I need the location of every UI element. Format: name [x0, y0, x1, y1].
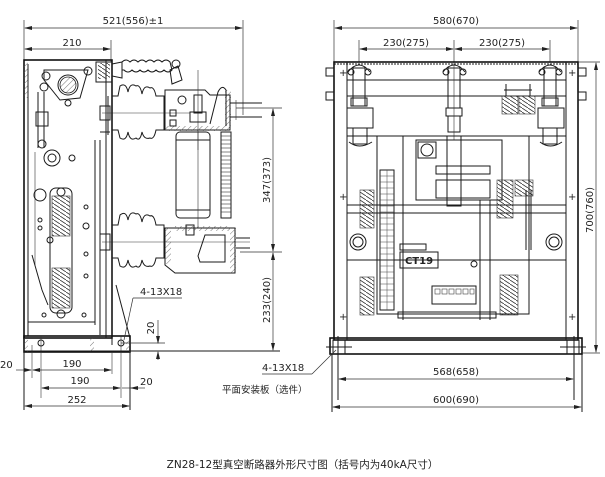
- front-frame: [333, 61, 579, 341]
- mount-holes-callout-front: 4-13X18: [262, 349, 337, 375]
- upper-terminal: [164, 70, 262, 150]
- dim-label-hole-offset-left: 20: [0, 360, 13, 371]
- base-plate: [23, 335, 131, 410]
- dim-mech-depth: 210: [24, 38, 112, 62]
- mount-plate-note: 平面安装板（选件）: [222, 385, 308, 396]
- dim-label-phase-right: 230(275): [479, 38, 525, 49]
- dim-label-hole-span: 568(658): [433, 367, 479, 378]
- dim-overall-height: 700(760): [578, 61, 600, 354]
- phase-terminal-b: [442, 62, 467, 140]
- dim-label-plate-width: 600(690): [433, 395, 479, 406]
- dim-overall-width: 580(670): [333, 16, 579, 62]
- svg-text:+: +: [568, 68, 576, 79]
- dim-label-base-width: 252: [67, 395, 86, 406]
- svg-text:+: +: [339, 192, 347, 203]
- mechanism-cabinet: [23, 59, 113, 339]
- dim-bottom-side: 20 190 190 20 252: [0, 359, 153, 408]
- vacuum-interrupter: [175, 131, 232, 228]
- dim-label-hole-vertical: 20: [146, 322, 157, 335]
- svg-text:+: +: [568, 192, 576, 203]
- phase-terminal-a: [346, 64, 374, 147]
- dim-phase-spacing: 230(275) 230(275): [358, 38, 551, 62]
- operating-mechanism: CT19: [376, 135, 530, 320]
- dim-label-overall-depth: 521(556)±1: [103, 16, 164, 27]
- dim-label-hole-pitch-a: 190: [62, 359, 81, 370]
- dim-label-hole-offset-right: 20: [140, 377, 153, 388]
- dim-label-mech-depth: 210: [62, 38, 81, 49]
- mechanism-label-ct19: CT19: [405, 256, 433, 267]
- mount-holes-label-side: 4-13X18: [140, 287, 182, 298]
- side-view: 521(556)±1 210: [0, 16, 282, 410]
- dim-hole-vertical: 20: [121, 320, 165, 360]
- dim-label-upper-terminal: 347(373): [262, 157, 273, 203]
- svg-text:+: +: [339, 68, 347, 79]
- dim-bottom-front: 568(658) 600(690): [332, 367, 582, 409]
- drawing-title: ZN28-12型真空断路器外形尺寸图（括号内为40kA尺寸）: [166, 459, 439, 471]
- svg-text:+: +: [568, 312, 576, 323]
- dim-label-phase-left: 230(275): [383, 38, 429, 49]
- dim-label-overall-height: 700(760): [585, 187, 596, 233]
- mount-holes-label-front: 4-13X18: [262, 363, 304, 374]
- dim-overall-depth: 521(556)±1: [23, 16, 244, 115]
- lower-terminal: [99, 212, 250, 274]
- dim-label-overall-width: 580(670): [433, 16, 479, 27]
- mount-holes-callout-side: 4-13X18: [123, 287, 182, 341]
- upper-insulator: [95, 59, 190, 140]
- svg-text:+: +: [339, 312, 347, 323]
- front-view: 580(670) 230(275) 230(275) + + + + +: [262, 16, 600, 412]
- phase-terminal-c: [537, 64, 565, 147]
- dim-label-hole-pitch-b: 190: [70, 376, 89, 387]
- dim-terminal-heights: 347(373) 233(240): [236, 107, 282, 351]
- dim-label-lower-terminal: 233(240): [262, 277, 273, 323]
- mount-plate: [326, 336, 586, 412]
